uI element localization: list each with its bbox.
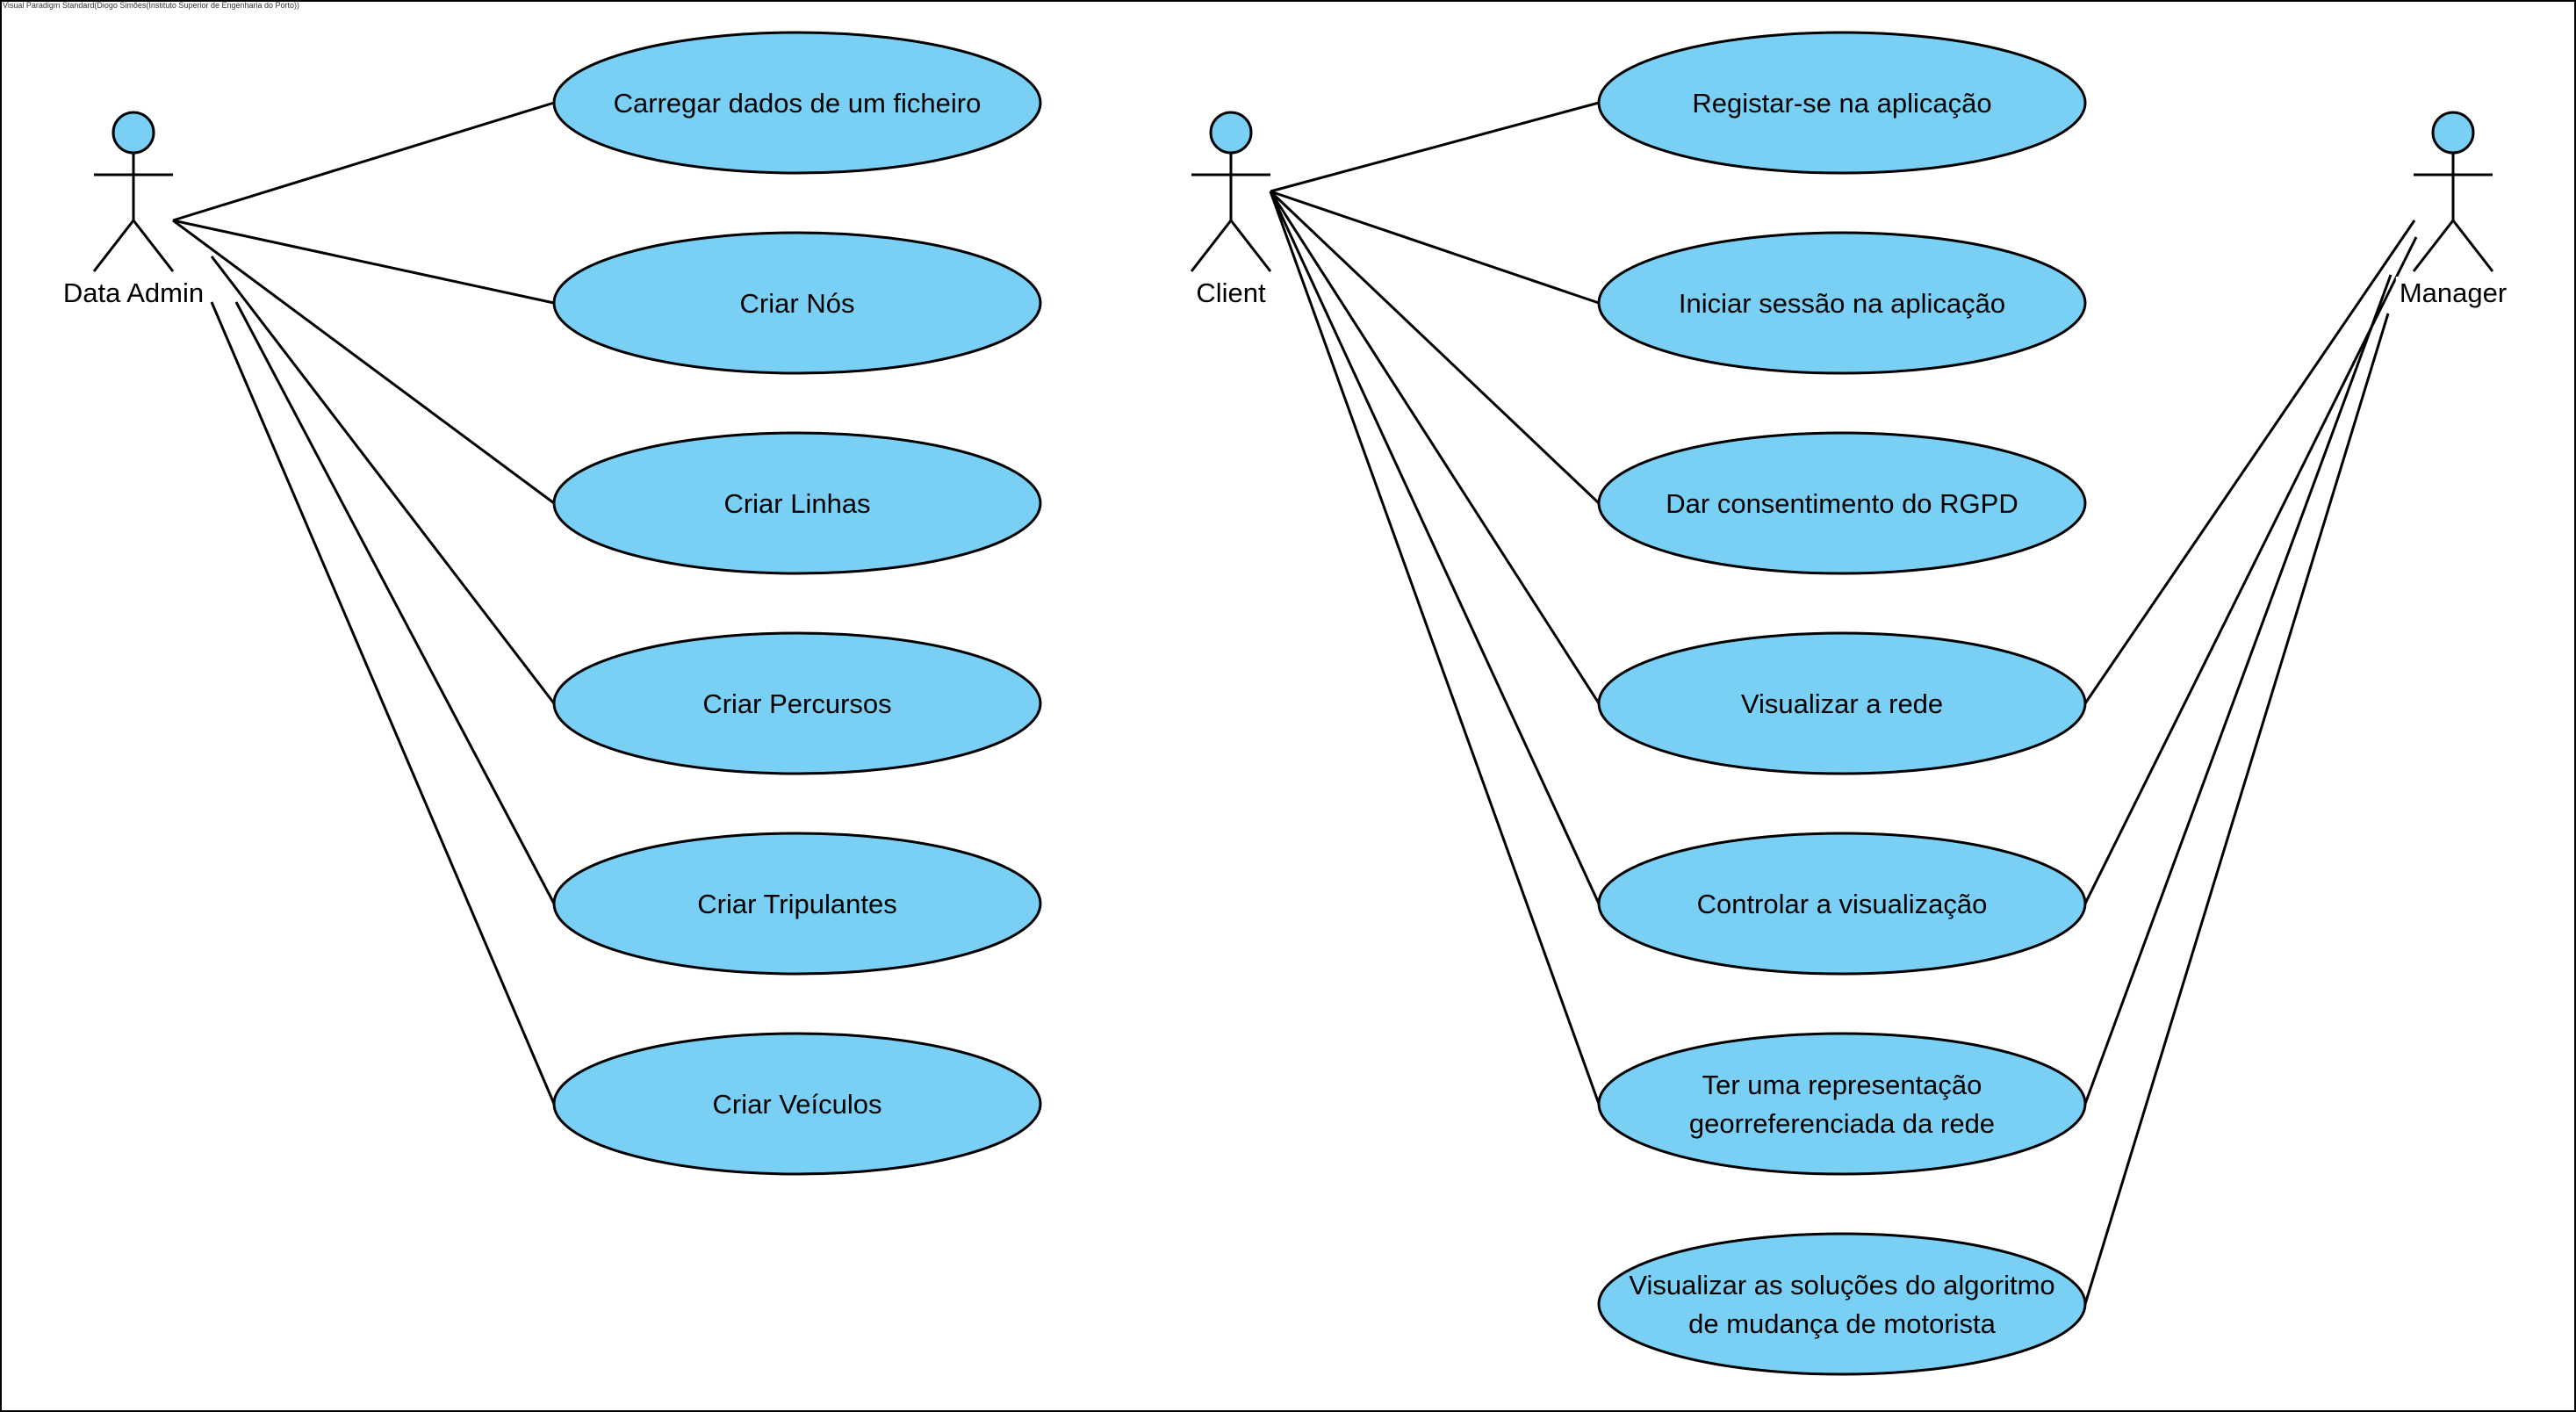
use-case-uc2[interactable]: Criar Nós [552,231,1042,375]
association-manager-uc13[interactable] [2083,313,2390,1305]
watermark-text: Visual Paradigm Standard(Diogo Simões(In… [3,1,300,10]
association-data-admin-uc2[interactable] [172,219,555,305]
association-manager-uc11[interactable] [2083,236,2418,904]
use-case-uc1[interactable]: Carregar dados de um ficheiro [552,31,1042,175]
association-data-admin-uc6[interactable] [210,301,556,1105]
association-data-admin-uc3[interactable] [172,219,555,505]
association-data-admin-uc1[interactable] [172,101,555,222]
actor-left-leg-icon [1190,220,1233,272]
use-case-uc11[interactable]: Controlar a visualização [1597,832,2087,976]
use-case-ellipse[interactable] [1597,631,2087,775]
use-case-label: Criar Veículos [713,1089,882,1120]
association-manager-uc12[interactable] [2083,274,2393,1105]
actor-right-leg-icon [132,220,175,272]
use-case-uc10[interactable]: Visualizar a rede [1597,631,2087,775]
use-case-ellipse[interactable] [1597,1032,2087,1176]
actor-left-leg-icon [2412,220,2455,272]
actor-right-leg-icon [2451,220,2494,272]
association-client-uc12[interactable] [1269,191,1601,1105]
actor-manager[interactable]: Manager [2395,111,2511,309]
use-case-label: Criar Tripulantes [697,889,896,919]
use-case-label: Criar Percursos [702,688,891,719]
use-case-ellipse[interactable] [552,832,1042,976]
association-client-uc8[interactable] [1270,190,1600,305]
use-case-uc6[interactable]: Criar Veículos [552,1032,1042,1176]
use-case-label: Registar-se na aplicação [1692,88,1991,119]
actor-name: Client [1196,277,1266,308]
association-manager-uc10[interactable] [2083,220,2416,704]
use-case-ellipse[interactable] [1597,832,2087,976]
use-case-ellipse[interactable] [1597,231,2087,375]
use-case-ellipse[interactable] [1597,31,2087,175]
actor-client[interactable]: Client [1190,111,1272,309]
use-case-uc13[interactable]: Visualizar as soluções do algoritmo de mu… [1597,1232,2087,1376]
actor-name-background [1192,277,1270,309]
use-case-label: Ter uma representação [1702,1070,1982,1100]
use-case-uc9[interactable]: Dar consentimento do RGPD [1597,431,2087,575]
use-case-label: Visualizar as soluções do algoritmo [1629,1270,2054,1300]
associations [172,101,2418,1305]
association-client-uc7[interactable] [1270,101,1600,193]
use-case-label: Dar consentimento do RGPD [1666,488,2018,519]
actor-name: Data Admin [63,277,204,308]
use-case-label: Criar Linhas [723,488,870,519]
use-case-label: de mudança de motorista [1688,1308,1997,1339]
use-case-ellipse[interactable] [552,1032,1042,1176]
association-client-uc11[interactable] [1269,191,1601,904]
use-case-ellipse[interactable] [1597,431,2087,575]
use-case-uc7[interactable]: Registar-se na aplicação [1597,31,2087,175]
actor-head-icon [1209,111,1253,155]
actor-name-background [59,277,208,309]
use-case-uc4[interactable]: Criar Percursos [552,631,1042,775]
actor-data-admin[interactable]: Data Admin [59,111,208,309]
use-case-ellipse[interactable] [552,631,1042,775]
actor-name-background [2395,277,2511,309]
actor-name: Manager [2400,277,2507,308]
association-client-uc9[interactable] [1269,190,1601,505]
actor-head-icon [2431,111,2475,155]
use-case-label: Carregar dados de um ficheiro [614,88,982,119]
association-data-admin-uc4[interactable] [210,256,556,704]
use-case-label: Criar Nós [740,288,855,319]
association-data-admin-uc5[interactable] [234,301,556,904]
actor-head-icon [112,111,155,155]
actors: Data Admin Client Manager [59,111,2511,309]
use-case-uc5[interactable]: Criar Tripulantes [552,832,1042,976]
association-client-uc10[interactable] [1269,191,1601,704]
actor-left-leg-icon [92,220,135,272]
use-case-ellipse[interactable] [1597,1232,2087,1376]
use-case-uc8[interactable]: Iniciar sessão na aplicação [1597,231,2087,375]
use-case-uc3[interactable]: Criar Linhas [552,431,1042,575]
use-case-ellipse[interactable] [552,231,1042,375]
use-case-ellipse[interactable] [552,31,1042,175]
use-case-ellipse[interactable] [552,431,1042,575]
use-case-uc12[interactable]: Ter uma representação georreferenciada da… [1597,1032,2087,1176]
use-case-label: Iniciar sessão na aplicação [1679,288,2005,319]
use-case-label: georreferenciada da rede [1689,1108,1995,1139]
use-case-label: Visualizar a rede [1741,688,1943,719]
use-case-label: Controlar a visualização [1697,889,1988,919]
actor-right-leg-icon [1229,220,1272,272]
